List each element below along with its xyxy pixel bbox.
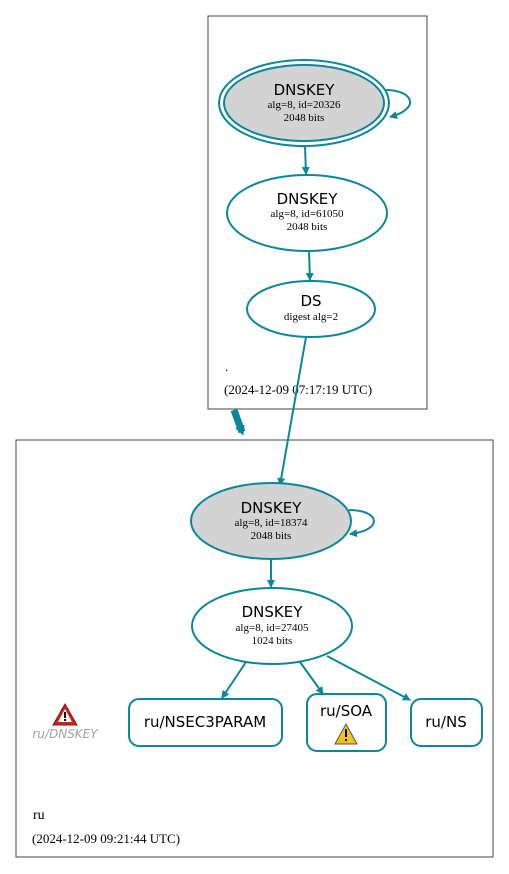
root-zone-timestamp: (2024-12-09 07:17:19 UTC) xyxy=(224,382,372,397)
error-warning-triangle-icon xyxy=(52,702,78,726)
ru-ksk-type: DNSKEY xyxy=(241,499,303,517)
root-ksk-self-loop xyxy=(385,89,412,119)
ru-dnskey-error-label: ru/DNSKEY xyxy=(32,727,99,741)
root-ksk-node[interactable]: DNSKEY alg=8, id=20326 2048 bits xyxy=(218,59,390,147)
ru-zsk-type: DNSKEY xyxy=(242,603,304,621)
root-ds-detail: digest alg=2 xyxy=(284,311,338,323)
edge-zsk-to-nsec3param xyxy=(221,661,247,699)
ru-ns-box xyxy=(410,698,483,747)
root-zsk-detail: alg=8, id=61050 xyxy=(271,208,344,220)
root-ds-ellipse xyxy=(246,280,376,338)
edge-ds-to-ru-ksk xyxy=(277,336,307,486)
ru-zsk-node[interactable]: DNSKEY alg=8, id=27405 1024 bits xyxy=(191,587,353,665)
ru-nsec3param-box xyxy=(128,698,283,747)
root-ds-type: DS xyxy=(300,292,321,310)
ru-soa-node[interactable]: ru/SOA xyxy=(306,693,387,752)
ru-zsk-detail: alg=8, id=27405 xyxy=(236,622,309,634)
ru-ksk-node[interactable]: DNSKEY alg=8, id=18374 2048 bits xyxy=(190,482,352,560)
ru-ksk-size: 2048 bits xyxy=(251,530,292,542)
ru-nsec3param-label: ru/NSEC3PARAM xyxy=(144,713,266,731)
ru-soa-label: ru/SOA xyxy=(320,702,373,720)
root-ds-node[interactable]: DS digest alg=2 xyxy=(246,280,376,338)
edge-zsk-to-soa xyxy=(299,661,324,695)
ru-soa-box xyxy=(306,693,387,752)
ru-ns-label: ru/NS xyxy=(425,713,466,731)
root-zsk-size: 2048 bits xyxy=(287,221,328,233)
root-zsk-node[interactable]: DNSKEY alg=8, id=61050 2048 bits xyxy=(226,174,388,252)
root-zone-border xyxy=(207,15,428,410)
root-ksk-detail: alg=8, id=20326 xyxy=(268,99,341,111)
ru-ksk-self-loop xyxy=(348,509,375,538)
root-ksk-outer-ring xyxy=(218,59,390,147)
ru-zone-timestamp: (2024-12-09 09:21:44 UTC) xyxy=(32,831,180,846)
ru-zone-name: ru xyxy=(33,808,45,823)
warning-triangle-icon[interactable] xyxy=(334,722,358,745)
ru-zone-cluster: DNSKEY alg=8, id=18374 2048 bits DNSKEY … xyxy=(15,336,494,858)
edge-root-ksk-to-zsk xyxy=(301,145,310,175)
edge-zsk-to-ns xyxy=(326,655,411,701)
root-zsk-type: DNSKEY xyxy=(277,190,339,208)
ru-zsk-ellipse xyxy=(191,587,353,665)
ru-nsec3param-node[interactable]: ru/NSEC3PARAM xyxy=(128,698,283,747)
root-ksk-size: 2048 bits xyxy=(284,112,325,124)
ru-ksk-detail: alg=8, id=18374 xyxy=(235,517,308,529)
ru-ns-node[interactable]: ru/NS xyxy=(410,698,483,747)
ru-zone-border xyxy=(15,439,494,858)
root-ksk-type: DNSKEY xyxy=(274,81,336,99)
ru-zsk-size: 1024 bits xyxy=(252,635,293,647)
ru-dnskey-error[interactable]: ru/DNSKEY xyxy=(32,702,99,741)
root-zsk-ellipse xyxy=(226,174,388,252)
root-ksk-ellipse xyxy=(223,64,385,142)
delegation-arrow xyxy=(230,408,246,436)
edge-root-zsk-to-ds xyxy=(305,250,314,281)
root-zone-cluster: DNSKEY alg=8, id=20326 2048 bits DNSKEY … xyxy=(207,15,428,410)
root-zone-name: . xyxy=(225,359,228,374)
